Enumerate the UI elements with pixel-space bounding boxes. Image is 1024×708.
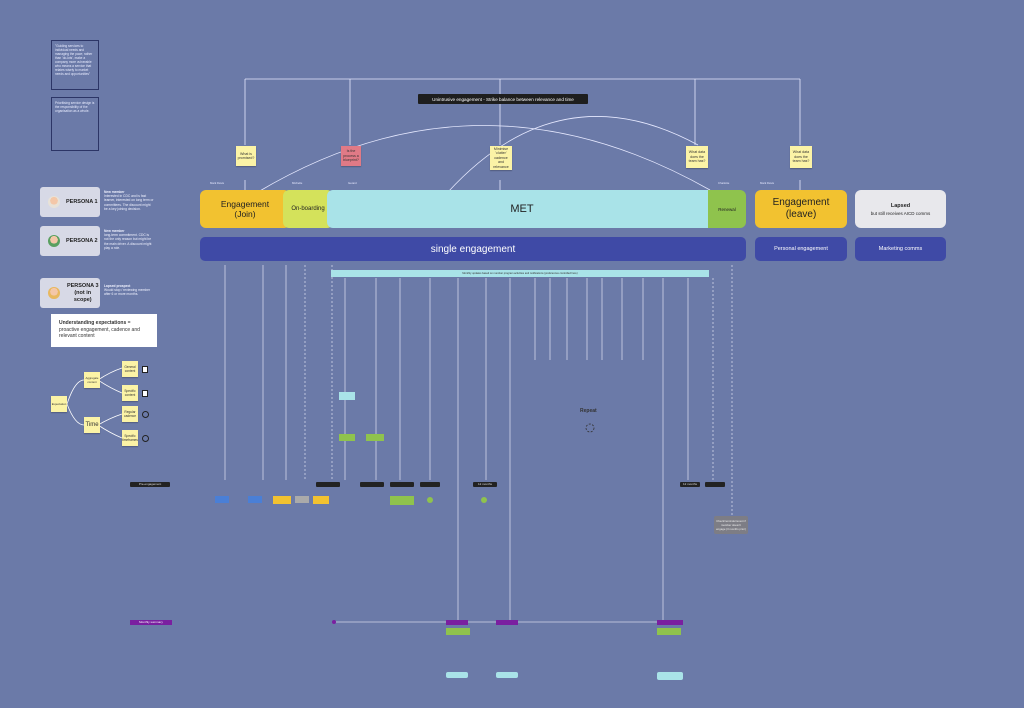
persona-desc-title: New member bbox=[104, 229, 125, 233]
repeat-label: Repeat bbox=[580, 408, 597, 414]
document-icon bbox=[142, 390, 148, 397]
quote-note: "Guiding services to individual needs an… bbox=[51, 40, 99, 90]
timeline-label bbox=[316, 482, 340, 487]
mini-card bbox=[657, 628, 681, 635]
mini-card bbox=[339, 392, 355, 400]
purple-tag bbox=[446, 620, 468, 625]
stage-lapsed: Lapsed but still receives AICD comms bbox=[855, 190, 946, 228]
persona-1: PERSONA 1 bbox=[40, 187, 100, 217]
twelve-months-label: 12 months bbox=[473, 482, 497, 487]
timeline-label bbox=[420, 482, 440, 487]
stage-engagement-join: Engagement (Join) bbox=[200, 190, 290, 228]
sticky-what-promised: What is promised? bbox=[236, 146, 256, 166]
persona-3: PERSONA 3 (not in scope) bbox=[40, 278, 100, 308]
timeline-label bbox=[360, 482, 384, 487]
band-marketing-comms: Marketing comms bbox=[855, 237, 946, 261]
mindmap-general: General content bbox=[122, 361, 138, 377]
lapsed-subtitle: but still receives AICD comms bbox=[870, 210, 931, 216]
owner-label: Gerard bbox=[348, 181, 357, 185]
timeline-bar: Monthly updates based on member program … bbox=[331, 270, 709, 277]
stage-renewal: Renewal bbox=[708, 190, 746, 228]
refresh-icon bbox=[586, 424, 594, 432]
persona-label: PERSONA 3 (not in scope) bbox=[66, 282, 99, 303]
responsibility-note: Prioritising service design is the respo… bbox=[51, 97, 99, 151]
persona-label: PERSONA 1 bbox=[66, 199, 98, 205]
band-single-engagement: single engagement bbox=[200, 237, 746, 261]
timeline-label bbox=[390, 482, 414, 487]
twelve-months-label: 12 months bbox=[680, 482, 700, 487]
sticky-what-data-1: What data does the team has? bbox=[686, 146, 708, 168]
avatar bbox=[48, 196, 60, 208]
clock-icon bbox=[142, 411, 149, 418]
stage-met: MET bbox=[327, 190, 717, 228]
expectations-box: Understanding expectations = proactive e… bbox=[51, 314, 157, 347]
unintrusive-banner: Unintrusive engagement - Strike balance … bbox=[418, 94, 588, 104]
persona-desc: Lapsed prospect Would stop / reviewing m… bbox=[104, 284, 154, 297]
persona-desc-text: long-term commitment. CDC is not the onl… bbox=[104, 233, 152, 250]
band-personal-engagement: Personal engagement bbox=[755, 237, 847, 261]
status-dot bbox=[481, 497, 487, 503]
mini-card bbox=[446, 672, 468, 678]
purple-tag bbox=[657, 620, 683, 625]
expectations-bold: Understanding expectations bbox=[59, 320, 127, 326]
persona-desc: New member long-term commitment. CDC is … bbox=[104, 229, 154, 250]
mini-card bbox=[339, 434, 355, 441]
sticky-minimise-clutter: Minimise 'clutter' cadence and relevance bbox=[490, 146, 512, 170]
mindmap-timeframes: Specific timeframes bbox=[122, 430, 138, 446]
owner-label: Mark Davis bbox=[210, 181, 224, 185]
mindmap-root: Expectation bbox=[51, 396, 67, 412]
document-icon bbox=[142, 366, 148, 373]
persona-desc-text: Interested in CDC and is fast learner, i… bbox=[104, 194, 154, 211]
mini-card bbox=[295, 496, 309, 503]
mindmap-specific: Specific content bbox=[122, 385, 138, 401]
mini-card bbox=[390, 496, 414, 505]
sticky-process-blueprint: Is the process a blueprint? bbox=[341, 146, 361, 166]
mini-card bbox=[366, 434, 384, 441]
timeline-label bbox=[705, 482, 725, 487]
owner-label: Charlotte bbox=[718, 181, 730, 185]
mini-card bbox=[248, 496, 262, 503]
mini-card bbox=[657, 672, 683, 680]
pre-engagement-label: Pre-engagement bbox=[130, 482, 170, 487]
persona-desc-title: Lapsed prospect bbox=[104, 284, 131, 288]
stage-onboarding: On-boarding bbox=[283, 190, 333, 228]
owner-label: Michelle bbox=[292, 181, 303, 185]
avatar bbox=[48, 287, 60, 299]
persona-desc-text: Would stop / reviewing member after 6 or… bbox=[104, 288, 151, 297]
mini-card bbox=[446, 628, 470, 635]
lapsed-title: Lapsed bbox=[890, 202, 911, 209]
persona-label: PERSONA 2 bbox=[66, 238, 98, 244]
persona-2: PERSONA 2 bbox=[40, 226, 100, 256]
avatar bbox=[48, 235, 60, 247]
monthly-summary-label: Monthly summary bbox=[130, 620, 172, 625]
expectations-rest: = proactive engagement, cadence and rele… bbox=[59, 320, 140, 339]
mini-card bbox=[496, 672, 518, 678]
mini-card bbox=[313, 496, 329, 504]
sticky-what-data-2: What data does the team has? bbox=[790, 146, 812, 168]
status-dot bbox=[427, 497, 433, 503]
stage-engagement-leave: Engagement (leave) bbox=[755, 190, 847, 228]
persona-desc: New member Interested in CDC and is fast… bbox=[104, 190, 154, 211]
purple-tag bbox=[496, 620, 518, 625]
mindmap-aggregate: Aggregate content bbox=[84, 372, 100, 388]
mini-card bbox=[273, 496, 291, 504]
owner-label: Mark Davis bbox=[760, 181, 774, 185]
mindmap-time: Time bbox=[84, 417, 100, 433]
mini-card bbox=[215, 496, 229, 503]
clock-icon bbox=[142, 435, 149, 442]
grey-reminder-card: Check/reminder/event if member doesn't e… bbox=[714, 516, 748, 534]
mindmap-regular: Regular cadence bbox=[122, 406, 138, 422]
persona-desc-title: New member bbox=[104, 190, 125, 194]
